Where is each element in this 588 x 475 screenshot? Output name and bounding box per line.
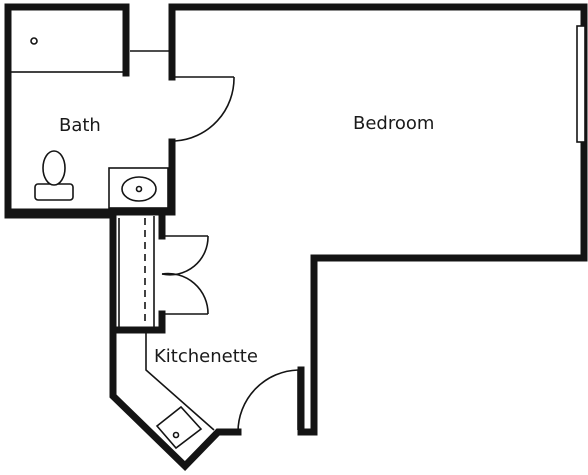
toilet-icon — [34, 150, 74, 201]
window — [576, 25, 586, 143]
sink-icon — [108, 167, 169, 209]
interior-walls — [4, 3, 176, 334]
bedroom-label: Bedroom — [353, 113, 434, 134]
bath-door — [130, 50, 235, 142]
exterior-walls — [4, 3, 588, 471]
entry-door — [237, 369, 299, 433]
kitchenette-label: Kitchenette — [154, 346, 258, 367]
bathtub — [9, 8, 125, 73]
closet — [118, 216, 209, 328]
kitchenette-counter — [145, 328, 215, 431]
bath-label: Bath — [59, 115, 101, 136]
kitchen-sink-icon — [155, 405, 203, 450]
